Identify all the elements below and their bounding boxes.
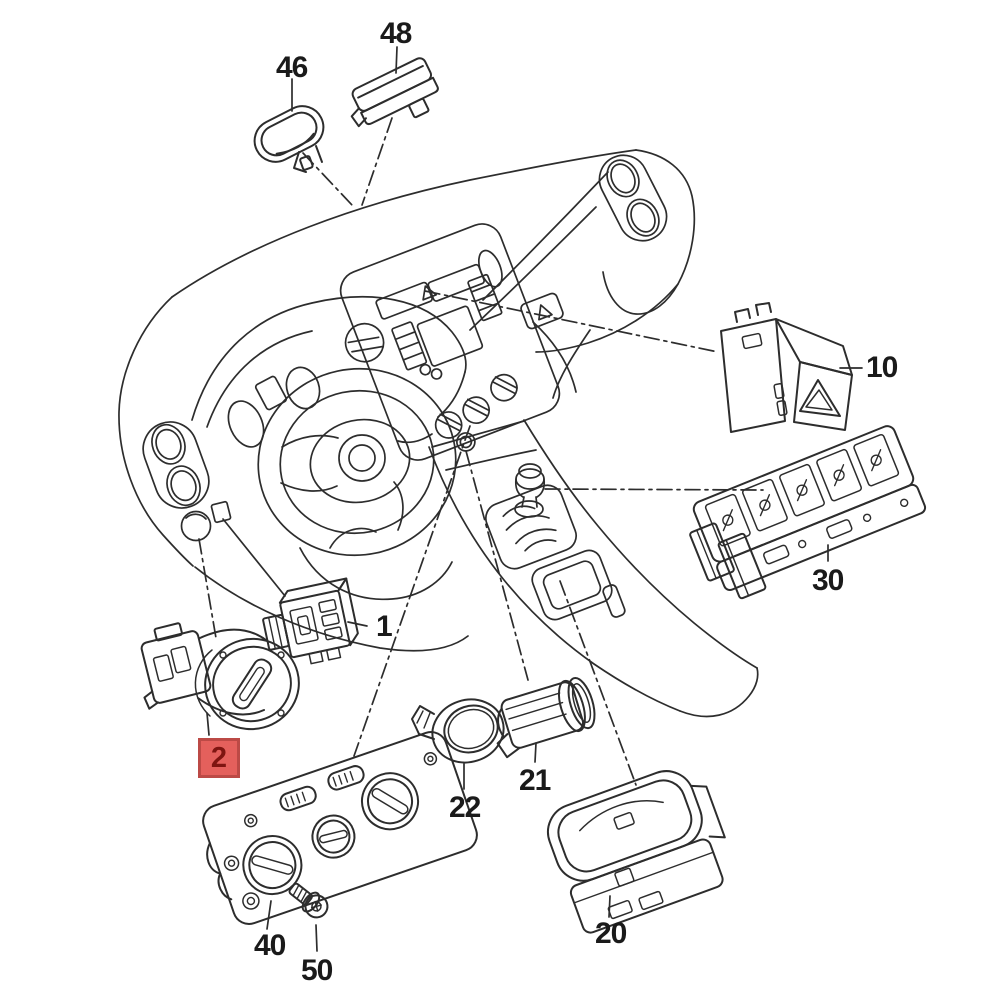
part-10-hazard-switch: [720, 302, 853, 433]
hazard-location-marker: [520, 292, 564, 330]
part-label-40: 40: [254, 929, 286, 962]
part-label-50: 50: [301, 954, 333, 987]
console-tray: [531, 549, 626, 621]
part-label-30: 30: [812, 564, 844, 597]
part-46-oval-cap: [253, 105, 325, 173]
left-dash-vents: [142, 421, 210, 509]
part-2-headlight-switch: [140, 622, 300, 731]
part-48-rect-plug: [350, 57, 439, 128]
part-20-storage-box: [547, 770, 726, 934]
center-console: [428, 419, 759, 718]
dashboard-outline: [118, 149, 696, 652]
part-label-48: 48: [380, 17, 412, 50]
part-label-46: 46: [276, 51, 308, 84]
part-22-grommet: [411, 698, 505, 764]
gear-shifter: [485, 463, 577, 570]
part-40-climate-panel: [202, 731, 478, 925]
leader-lines-dashed: [198, 117, 764, 786]
dashboard-right-vents: [598, 154, 668, 242]
part-1-switch-module: [262, 577, 359, 665]
part-21-lighter-element: [496, 676, 596, 759]
part-label-20: 20: [595, 917, 627, 950]
instrument-visor: [191, 296, 467, 428]
part-label-22: 22: [449, 791, 481, 824]
dash-speaker-oval: [227, 400, 265, 448]
part-label-21: 21: [519, 764, 551, 797]
part-30-switch-panel: [689, 425, 927, 600]
part-50-screw: [288, 882, 329, 919]
blank-switch-location: [210, 500, 232, 524]
part-label-10: 10: [866, 351, 898, 384]
part-label-2-highlighted: 2: [198, 738, 240, 778]
center-stack: [339, 223, 561, 461]
leader-lines-solid: [206, 46, 863, 952]
steering-wheel: [257, 367, 457, 557]
part-label-1: 1: [376, 610, 393, 643]
dash-brace-lines: [532, 321, 591, 399]
light-switch-location: [180, 510, 212, 542]
dash-small-rect: [254, 375, 288, 411]
